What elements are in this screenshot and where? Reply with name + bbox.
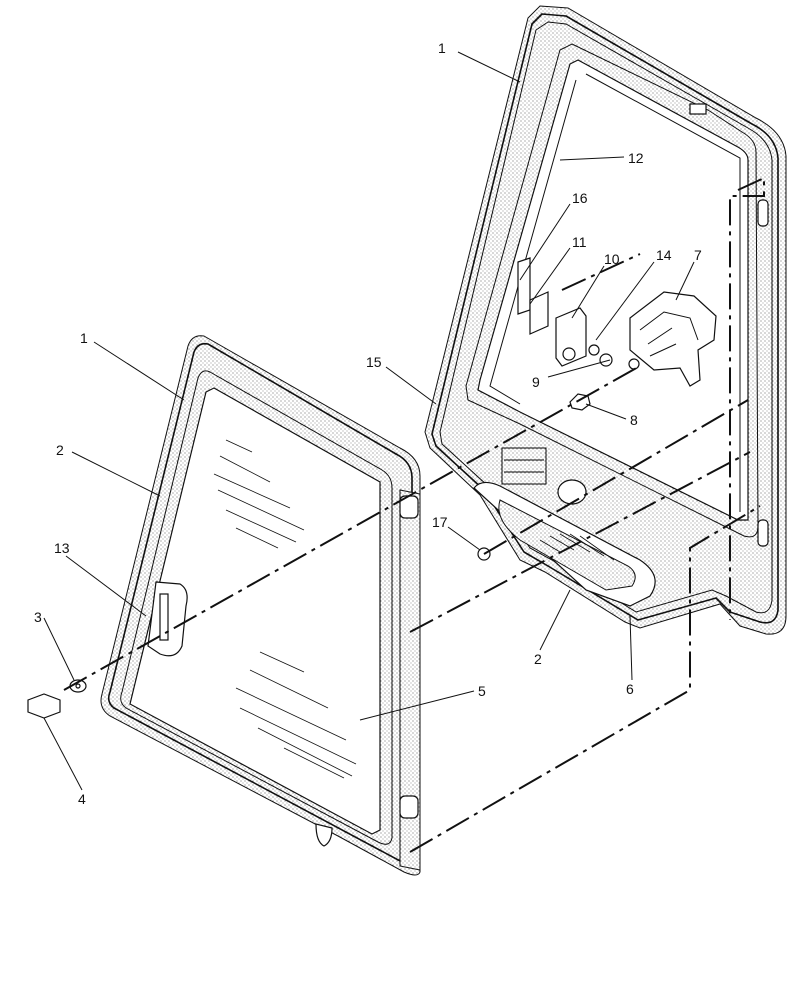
rear-glass-edge (489, 73, 741, 512)
callout-14: 14 (656, 247, 672, 263)
lower-hinge-pin (757, 519, 769, 547)
glass-reflection-hatching (213, 439, 357, 779)
upper-hinge-pin (757, 199, 769, 227)
callout-15: 15 (366, 354, 382, 370)
washer-14 (588, 344, 600, 356)
callout-4: 4 (78, 791, 86, 807)
leader-lines (43, 51, 695, 791)
callout-9: 9 (532, 374, 540, 390)
callout-1-door: 1 (80, 330, 88, 346)
callout-16: 16 (572, 190, 588, 206)
callout-12: 12 (628, 150, 644, 166)
rear-frame-bushing (557, 479, 587, 505)
nut-9 (599, 353, 613, 367)
callout-11: 11 (572, 234, 587, 250)
door-lower-hinge (399, 795, 419, 819)
callout-5: 5 (478, 683, 486, 699)
callout-1-rear: 1 (438, 40, 446, 56)
callout-7: 7 (694, 247, 702, 263)
latch-plate-11 (529, 291, 549, 335)
callout-13: 13 (54, 540, 70, 556)
bolt-head (628, 358, 640, 370)
rear-frame-label-plate (501, 447, 547, 485)
door-frame-border (107, 342, 413, 865)
callout-6: 6 (626, 681, 634, 697)
assembly-lines (63, 176, 765, 853)
rear-frame-border (431, 13, 779, 624)
latch-bracket-16 (517, 257, 531, 315)
rear-window-frame (424, 5, 787, 635)
rear-glass-pane (477, 59, 749, 521)
callout-10: 10 (604, 251, 620, 267)
loose-fasteners (27, 547, 491, 719)
latch-housing-7 (629, 291, 717, 387)
bolt-4 (27, 693, 61, 719)
callout-2-rear: 2 (534, 651, 542, 667)
door-drain-tab (315, 823, 333, 847)
rear-frame-clip (689, 103, 707, 115)
callout-2-door: 2 (56, 442, 64, 458)
door-glass-pane (129, 387, 381, 835)
latch-hardware (517, 257, 717, 411)
callout-labels: 1 12 16 11 10 14 7 15 9 8 1 2 13 17 3 4 … (34, 40, 702, 807)
callout-17: 17 (432, 514, 448, 530)
callout-3: 3 (34, 609, 42, 625)
door-window-frame (100, 335, 421, 876)
callout-8: 8 (630, 412, 638, 428)
